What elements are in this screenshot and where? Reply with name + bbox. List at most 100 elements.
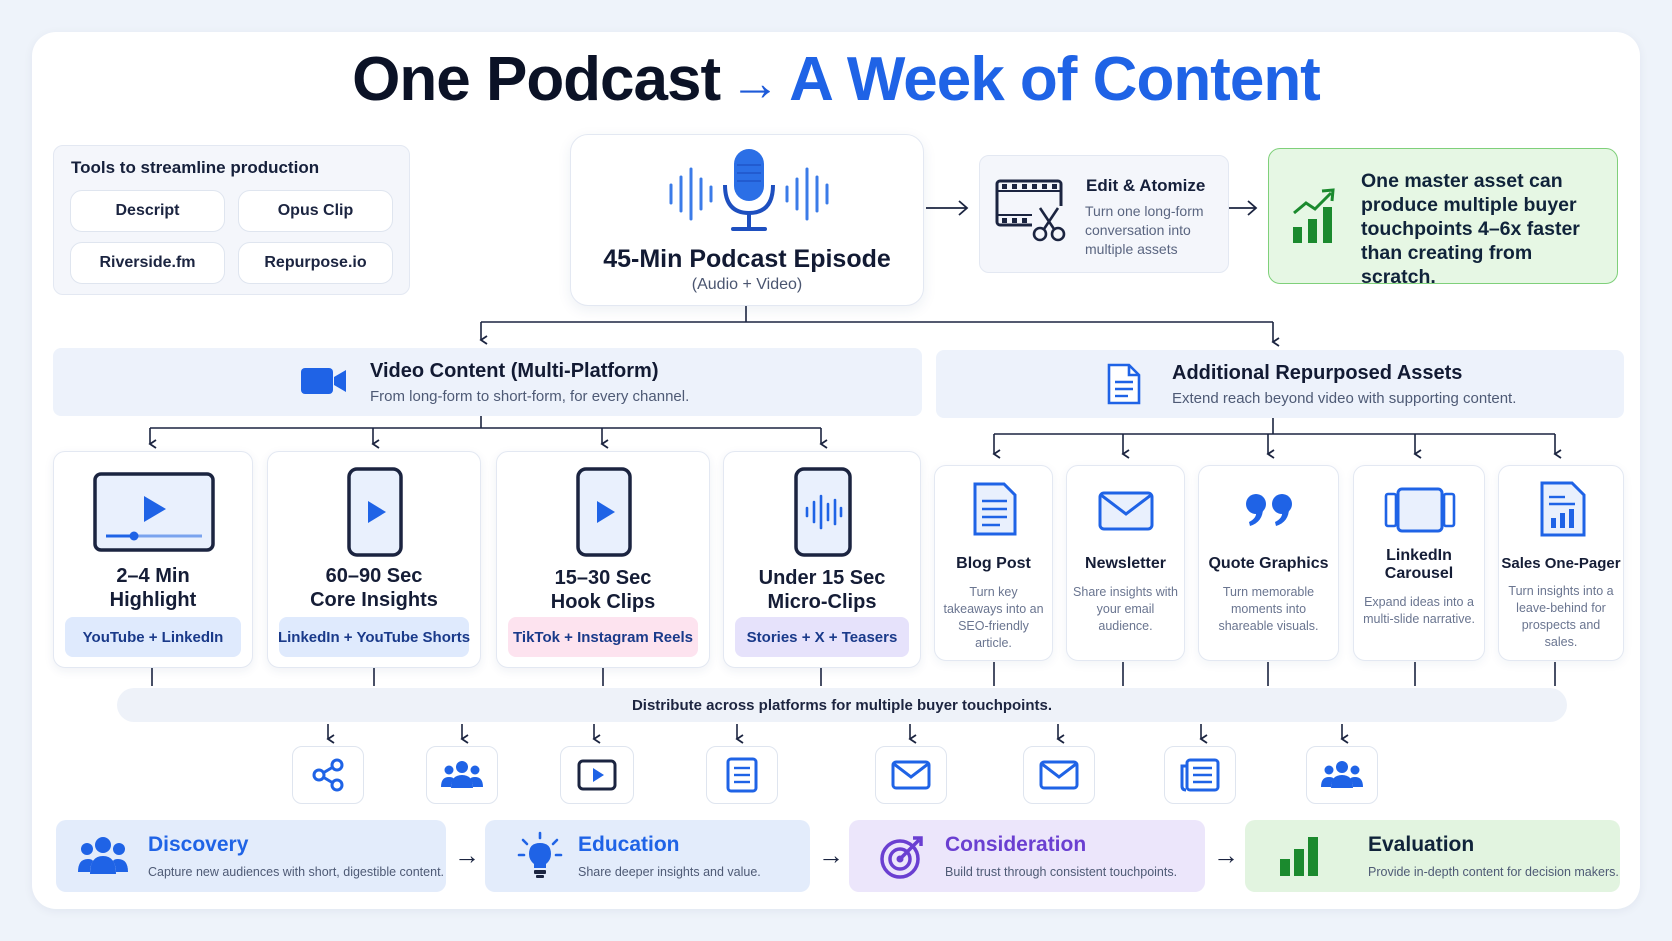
article-icon-box[interactable]	[706, 746, 778, 804]
carousel-icon	[1384, 487, 1456, 533]
film-scissors-icon	[995, 179, 1066, 242]
asset-card-newsletter[interactable]: Newsletter Share insights with your emai…	[1066, 465, 1185, 661]
video-section-subtitle: From long-form to short-form, for every …	[370, 388, 690, 405]
stage-title: Consideration	[945, 833, 1086, 857]
stage-arrow: →	[454, 840, 480, 870]
asset-card-sales-one-pager[interactable]: Sales One-Pager Turn insights into a lea…	[1498, 465, 1624, 661]
tool-descript[interactable]: Descript	[70, 190, 225, 232]
edit-desc: Turn one long-form conversation into mul…	[1085, 203, 1204, 257]
video-card-core-insights[interactable]: 60–90 Sec Core Insights LinkedIn + YouTu…	[267, 451, 481, 668]
audience-icon	[78, 837, 128, 874]
share-icon-box[interactable]	[292, 746, 364, 804]
tools-panel: Tools to streamline production Descript …	[53, 145, 410, 295]
podcast-title: 45-Min Podcast Episode	[603, 245, 891, 273]
asset-card-title: Quote Graphics	[1208, 555, 1329, 572]
lightbulb-icon	[517, 831, 563, 878]
video-card-title-line1: Under 15 Sec	[758, 567, 886, 589]
video-card-micro-clips[interactable]: Under 15 Sec Micro-Clips Stories + X + T…	[723, 451, 921, 668]
asset-card-title: Sales One-Pager	[1501, 555, 1621, 572]
video-card-title-line2: Core Insights	[310, 589, 438, 611]
microphone-icon	[669, 149, 829, 231]
video-card-title-line2: Highlight	[109, 589, 197, 611]
stage-title-text: Discovery	[148, 833, 249, 856]
asset-card-blog-post[interactable]: Blog Post Turn key takeaways into an SEO…	[934, 465, 1053, 661]
stage-desc: Share deeper insights and value.	[578, 865, 761, 879]
stage-consideration: Consideration Build trust through consis…	[849, 820, 1205, 892]
video-section-header: Video Content (Multi-Platform) From long…	[53, 348, 922, 416]
stage-desc: Capture new audiences with short, digest…	[148, 865, 445, 879]
platform-badge: LinkedIn + YouTube Shorts	[278, 617, 470, 657]
video-card-title-line1: 15–30 Sec	[554, 567, 652, 589]
stage-title: Evaluation	[1368, 833, 1475, 856]
phone-play-icon	[576, 467, 632, 557]
title-arrow: →	[730, 55, 780, 111]
email-icon	[891, 760, 931, 790]
document-icon	[973, 482, 1017, 536]
stage-title-text: Education	[578, 833, 680, 856]
bar-chart-icon	[1280, 837, 1318, 876]
email-icon	[1039, 760, 1079, 790]
platform-badge: TikTok + Instagram Reels	[508, 617, 698, 657]
edit-atomize-card: Edit & Atomize Turn one long-form conver…	[979, 155, 1229, 273]
title-part-1: One Podcast	[352, 45, 721, 114]
video-card-title-line1: 2–4 Min	[116, 565, 190, 587]
video-section-title: Video Content (Multi-Platform)	[370, 360, 659, 382]
share-icon	[312, 758, 344, 792]
asset-card-desc: Expand ideas into a multi-slide narrativ…	[1363, 595, 1475, 626]
podcast-episode-card: 45-Min Podcast Episode (Audio + Video)	[570, 134, 924, 306]
stage-desc: Provide in-depth content for decision ma…	[1368, 865, 1619, 879]
document-icon	[1107, 363, 1141, 405]
audience-icon-box[interactable]	[426, 746, 498, 804]
target-icon	[880, 836, 923, 879]
video-card-title-line2: Hook Clips	[550, 591, 656, 613]
stage-title-text: Consideration	[945, 833, 1087, 856]
page-title: One Podcast→A Week of Content	[0, 44, 1672, 115]
newsletter-icon-box[interactable]	[1164, 746, 1236, 804]
platform-badge: YouTube + LinkedIn	[65, 617, 241, 657]
video-camera-icon	[301, 368, 346, 394]
stage-education: Education Share deeper insights and valu…	[485, 820, 810, 892]
video-card-title-line2: Micro-Clips	[767, 591, 877, 613]
email-icon-box[interactable]	[875, 746, 947, 804]
video-card-highlight[interactable]: 2–4 Min Highlight YouTube + LinkedIn	[53, 451, 253, 668]
assets-section-title: Additional Repurposed Assets	[1172, 362, 1463, 384]
audience-icon-box[interactable]	[1306, 746, 1378, 804]
callout-text: One master asset can produce multiple bu…	[1361, 170, 1580, 288]
growth-chart-icon	[1293, 188, 1335, 243]
tools-title: Tools to streamline production	[71, 158, 320, 177]
stage-arrow: →	[1213, 840, 1239, 870]
assets-section-header: Additional Repurposed Assets Extend reac…	[936, 350, 1624, 418]
callout-box: One master asset can produce multiple bu…	[1268, 148, 1618, 288]
stage-evaluation: Evaluation Provide in-depth content for …	[1245, 820, 1620, 892]
stage-title: Education	[578, 833, 680, 857]
asset-card-desc: Turn memorable moments into shareable vi…	[1218, 585, 1319, 633]
stage-discovery: Discovery Capture new audiences with sho…	[56, 820, 446, 892]
quote-icon	[1246, 494, 1292, 526]
newsletter-icon	[1180, 758, 1220, 792]
assets-section-subtitle: Extend reach beyond video with supportin…	[1172, 390, 1517, 407]
asset-card-title: Newsletter	[1085, 555, 1166, 572]
envelope-icon	[1098, 491, 1154, 531]
asset-card-title: LinkedIn Carousel	[1384, 547, 1454, 582]
asset-card-desc: Share insights with your email audience.	[1073, 585, 1178, 633]
asset-card-linkedin-carousel[interactable]: LinkedIn Carousel Expand ideas into a mu…	[1353, 465, 1485, 661]
video-card-hook-clips[interactable]: 15–30 Sec Hook Clips TikTok + Instagram …	[496, 451, 710, 668]
play-icon-box[interactable]	[560, 746, 634, 804]
distribute-bar: Distribute across platforms for multiple…	[117, 688, 1567, 722]
asset-card-desc: Turn key takeaways into an SEO-friendly …	[943, 585, 1044, 650]
asset-card-quote-graphics[interactable]: Quote Graphics Turn memorable moments in…	[1198, 465, 1339, 661]
phone-play-icon	[347, 467, 403, 557]
tool-riverside[interactable]: Riverside.fm	[70, 242, 225, 284]
edit-title: Edit & Atomize	[1086, 176, 1206, 195]
asset-card-title: Blog Post	[956, 555, 1031, 572]
video-card-title-line1: 60–90 Sec	[325, 565, 423, 587]
asset-card-desc: Turn insights into a leave-behind for pr…	[1508, 584, 1614, 649]
podcast-subtitle: (Audio + Video)	[691, 276, 803, 293]
email-icon-box[interactable]	[1023, 746, 1095, 804]
platform-badge: Stories + X + Teasers	[735, 617, 909, 657]
stage-arrow: →	[818, 840, 844, 870]
play-icon	[577, 759, 617, 791]
tool-repurpose[interactable]: Repurpose.io	[238, 242, 393, 284]
tool-opus-clip[interactable]: Opus Clip	[238, 190, 393, 232]
phone-waveform-icon	[794, 467, 852, 557]
